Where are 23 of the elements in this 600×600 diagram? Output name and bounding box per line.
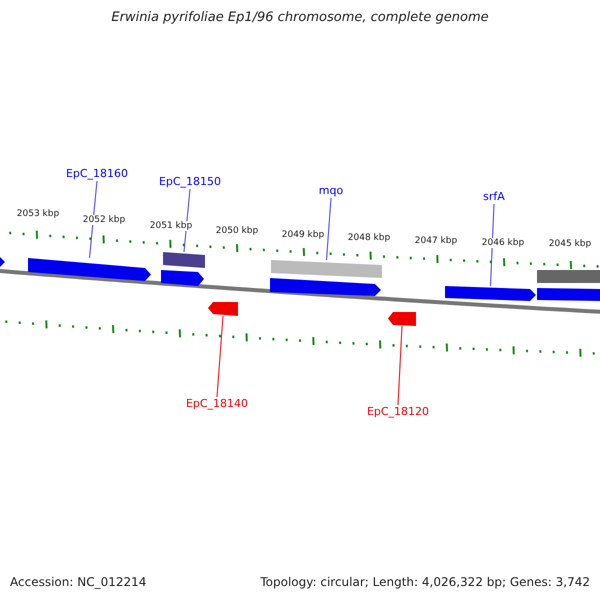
leader-line <box>89 180 98 258</box>
scale-label: 2049 kbp <box>282 230 324 240</box>
scale-label: 2052 kbp <box>82 215 126 225</box>
chart-title: Erwinia pyrifoliae Ep1/96 chromosome, complete genome <box>111 10 489 25</box>
gene-label: EpC_18160 <box>66 167 128 180</box>
scale-label: 2047 kbp <box>414 236 458 246</box>
scale-label: 2050 kbp <box>216 226 258 236</box>
accession-text: Accession: NC_012214 <box>10 575 146 589</box>
gene-label: EpC_18120 <box>366 405 430 418</box>
scale-label: 2045 kbp <box>548 239 592 249</box>
leader-line <box>326 198 332 260</box>
leader-line <box>216 316 224 398</box>
gene-label: EpC_18150 <box>158 175 222 188</box>
gene-label: mqo <box>318 184 344 197</box>
leader-line <box>490 204 494 286</box>
scale-label: 2053 kbp <box>16 209 60 219</box>
scale-label: 2046 kbp <box>482 238 524 248</box>
gene-label: EpC_18140 <box>186 397 248 410</box>
genome-summary: Topology: circular; Length: 4,026,322 bp; Genes: 3,742 <box>260 575 590 589</box>
gene-label: srfA <box>483 190 505 203</box>
scale-label: 2048 kbp <box>348 233 390 243</box>
leader-line <box>398 326 402 406</box>
scale-label: 2051 kbp <box>150 221 192 231</box>
